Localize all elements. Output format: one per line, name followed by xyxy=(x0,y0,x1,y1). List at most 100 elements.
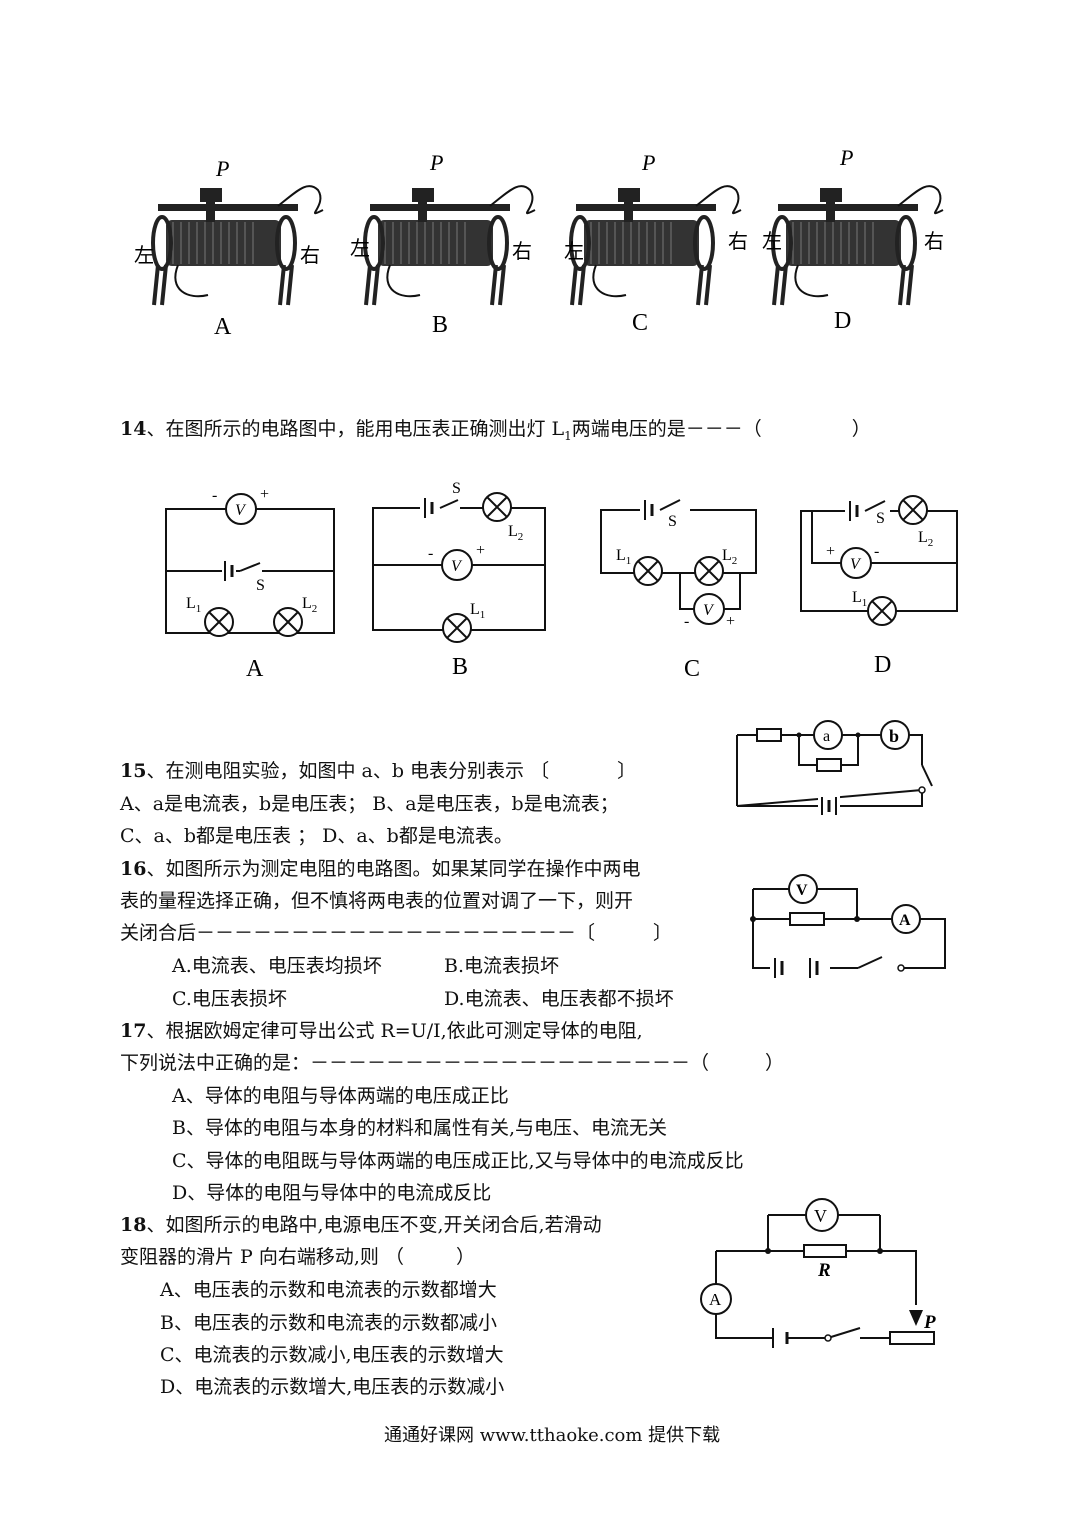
q17-option-b: B、导体的电阻与本身的材料和属性有关,与电压、电流无关 xyxy=(172,1117,668,1139)
rheostat-b-left: 左 xyxy=(350,237,370,260)
svg-text:L1: L1 xyxy=(470,601,485,621)
q14-c-l2: L xyxy=(722,547,732,564)
q18-option-c: C、电流表的示数减小,电压表的示数增大 xyxy=(160,1344,504,1366)
q14-b-battery: S L2 xyxy=(420,480,523,543)
q14-option-a: A xyxy=(246,656,264,682)
q14-a-plus: + xyxy=(260,486,269,503)
q16-option-c: C.电压表损坏 xyxy=(172,988,287,1010)
q18-p-label: P xyxy=(923,1312,936,1333)
q14-d-minus: - xyxy=(874,543,879,560)
q18-option-d: D、电流表的示数增大,电压表的示数减小 xyxy=(160,1376,505,1398)
q15-meter-b: b xyxy=(889,726,899,746)
q18-r-label: R xyxy=(817,1260,831,1281)
rheostat-svg: P P P P 左 右 左 右 左 右 左 右 A B C D xyxy=(134,145,945,340)
q15-options-ab: A、a是电流表，b是电压表； B、a是电压表，b是电流表； xyxy=(120,793,619,815)
q14-option-b: B xyxy=(452,654,468,680)
q14-c-plus: + xyxy=(726,613,735,630)
q14-sub: 1 xyxy=(564,428,572,443)
rheostat-b-p: P xyxy=(429,150,443,175)
q18-option-a: A、电压表的示数和电流表的示数都增大 xyxy=(160,1279,497,1301)
q18-circuit: V A R P xyxy=(700,1198,936,1348)
svg-text:L2: L2 xyxy=(722,547,737,567)
q15-options-cd: C、a、b都是电压表 ； D、a、b都是电流表。 xyxy=(120,825,513,847)
q14-b-l1: L xyxy=(470,601,480,618)
q14-a-minus: - xyxy=(212,487,217,504)
q14-text2: 两端电压的是－－－（ xyxy=(571,418,762,440)
q14-a-lamps: L1 L2 xyxy=(186,595,317,637)
q14-b-minus: - xyxy=(428,545,433,562)
q14-b-plus: + xyxy=(476,542,485,559)
q16-line1: 16、如图所示为测定电阻的电路图。如果某同学在操作中两电 xyxy=(120,858,640,880)
q16-option-d: D.电流表、电压表都不损坏 xyxy=(444,988,674,1010)
q17-option-a: A、导体的电阻与导体两端的电压成正比 xyxy=(172,1085,509,1107)
rheostat-a-p: P xyxy=(215,156,229,181)
q14-d-plus: + xyxy=(826,543,835,560)
q16-close: 〕 xyxy=(653,922,673,944)
q14-a-l1: L xyxy=(186,595,196,612)
q14-option-c: C xyxy=(684,656,700,682)
q14-b-voltmeter: V - + L1 xyxy=(428,542,485,643)
q14-b-l1-sub: 1 xyxy=(480,609,486,621)
q14-c-s: S xyxy=(668,513,677,530)
svg-text:L1: L1 xyxy=(186,595,201,615)
rheostat-option-a: A xyxy=(214,314,232,340)
svg-text:L2: L2 xyxy=(302,595,317,615)
q15-close: 〕 xyxy=(617,760,637,782)
q17-line2: 下列说法中正确的是：－－－－－－－－－－－－－－－－－－－－（ ） xyxy=(120,1052,784,1074)
rheostat-d-p: P xyxy=(839,145,853,170)
q18-option-b: B、电压表的示数和电流表的示数都减小 xyxy=(160,1312,497,1334)
svg-text:L2: L2 xyxy=(508,523,523,543)
q18-line2: 变阻器的滑片 P 向右端移动,则 （ ） xyxy=(120,1246,475,1268)
q14-a-v: V xyxy=(235,502,247,519)
q14-c-minus: - xyxy=(684,613,689,630)
q16-text3: 关闭合后－－－－－－－－－－－－－－－－－－－－〔 xyxy=(120,922,596,944)
svg-text:L2: L2 xyxy=(918,529,933,549)
rheostat-option-b: B xyxy=(432,312,448,338)
q14-d-l1: L xyxy=(852,589,862,606)
q14-c-l2-sub: 2 xyxy=(732,555,738,567)
q16-text1: 、如图所示为测定电阻的电路图。如果某同学在操作中两电 xyxy=(146,858,641,880)
q14-option-d: D xyxy=(874,652,891,678)
q14-circuits-svg: V - + S L1 L2 xyxy=(165,480,958,682)
q14-c-v: V xyxy=(703,602,715,619)
q15-stem: 15、在测电阻实验，如图中 a、b 电表分别表示 〔 〕 xyxy=(120,760,636,782)
q17-number: 17 xyxy=(120,1020,147,1042)
q18-close: ） xyxy=(455,1246,475,1268)
q14-d-v: V xyxy=(850,556,862,573)
q15-text: 、在测电阻实验，如图中 a、b 电表分别表示 〔 xyxy=(146,760,550,782)
q14-d-l2: L xyxy=(918,529,928,546)
footer-credit: 通通好课网 www.tthaoke.com 提供下载 xyxy=(384,1425,721,1446)
q15-meter-a: a xyxy=(823,728,830,745)
q14-text: 、在图所示的电路图中，能用电压表正确测出灯 L xyxy=(146,418,565,440)
q15-number: 15 xyxy=(120,760,147,782)
q14-close: ） xyxy=(851,418,871,440)
q16-option-a: A.电流表、电压表均损坏 xyxy=(172,955,382,977)
q18-meter-v: V xyxy=(814,1206,827,1226)
q14-a-s: S xyxy=(256,577,265,594)
rheostat-d-right: 右 xyxy=(924,230,944,253)
q16-meter-v: V xyxy=(796,882,808,899)
q14-stem: 14、在图所示的电路图中，能用电压表正确测出灯 L1两端电压的是－－－（ ） xyxy=(120,418,871,447)
q17-close: ） xyxy=(765,1052,785,1074)
q14-number: 14 xyxy=(120,418,147,440)
q18-number: 18 xyxy=(120,1214,147,1236)
q16-line2: 表的量程选择正确，但不慎将两电表的位置对调了一下，则开 xyxy=(120,890,634,912)
q14-d-l1-sub: 1 xyxy=(862,597,868,609)
q17-text2: 下列说法中正确的是：－－－－－－－－－－－－－－－－－－－－（ xyxy=(120,1052,710,1074)
q14-d-l2-sub: 2 xyxy=(928,537,934,549)
rheostat-c-p: P xyxy=(641,150,655,175)
q14-c-l1: L xyxy=(616,547,626,564)
q14-a-l2-sub: 2 xyxy=(312,603,318,615)
q18-text2: 变阻器的滑片 P 向右端移动,则 （ xyxy=(120,1246,404,1268)
q17-option-d: D、导体的电阻与导体中的电流成反比 xyxy=(172,1182,492,1204)
q17-line1: 17、根据欧姆定律可导出公式 R=U/I,依此可测定导体的电阻, xyxy=(120,1020,643,1042)
q14-c-l1-sub: 1 xyxy=(626,555,632,567)
q14-b-v: V xyxy=(451,558,463,575)
rheostat-d-left: 左 xyxy=(762,230,782,253)
rheostat-a-left: 左 xyxy=(134,244,154,267)
q14-b-l2-sub: 2 xyxy=(518,531,524,543)
q14-d-parts: S L2 V + - L1 xyxy=(826,495,933,626)
q14-a-battery: S xyxy=(222,560,265,594)
q14-b-l2: L xyxy=(508,523,518,540)
rheostat-c-left: 左 xyxy=(564,240,584,263)
